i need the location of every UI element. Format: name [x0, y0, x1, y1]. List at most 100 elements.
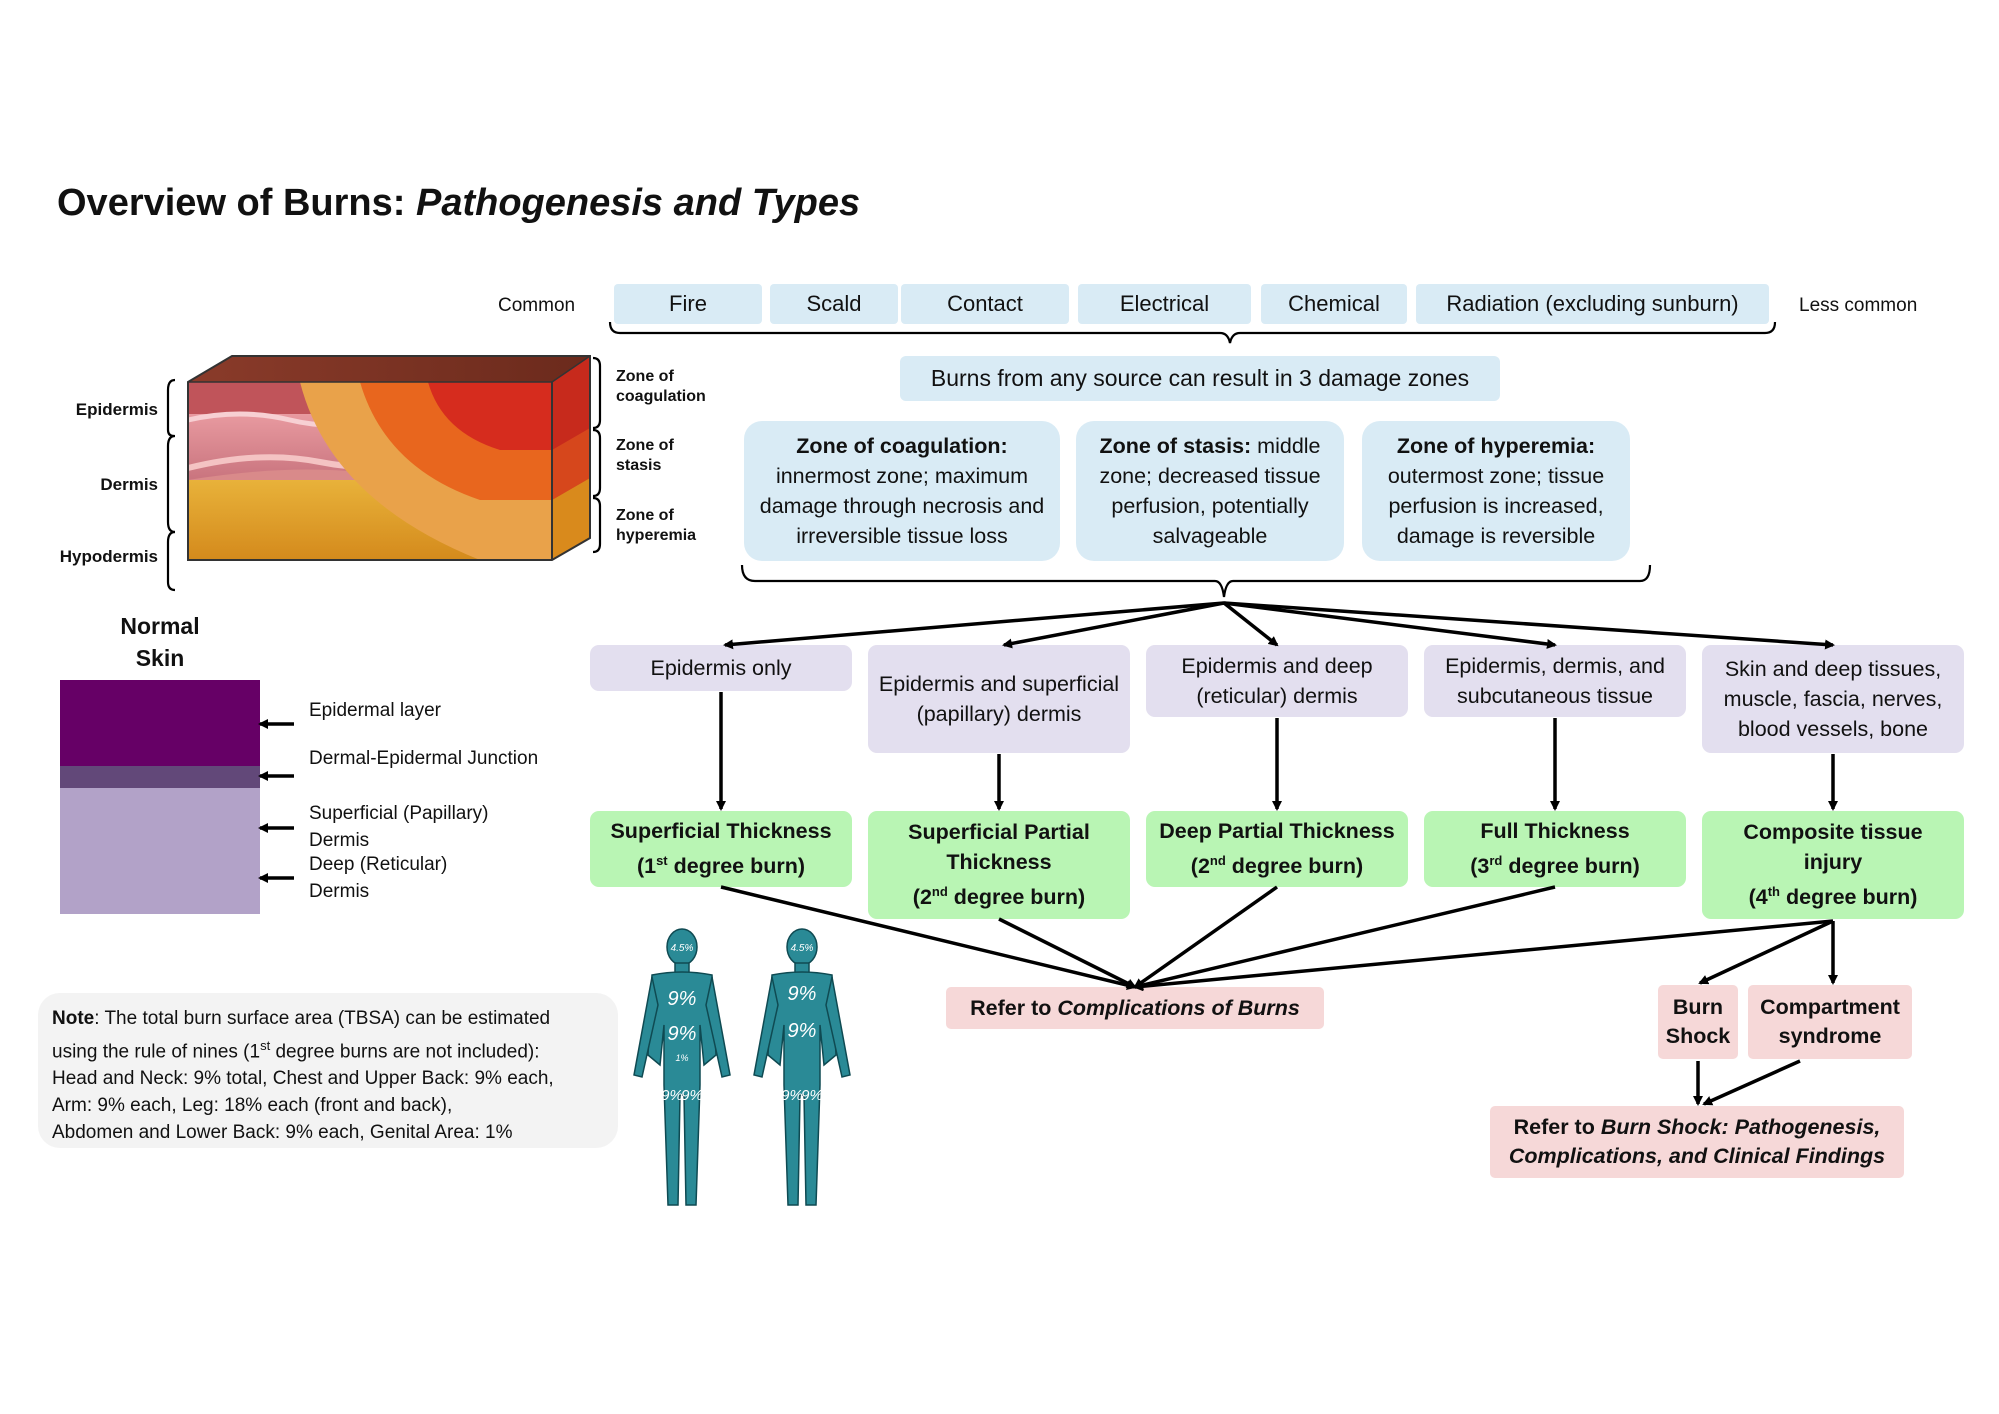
grade-superficial-partial: Superficial Partial Thickness (2nd degre… — [868, 811, 1130, 919]
fig-num-back-leg-left: 9% — [801, 1087, 823, 1104]
cause-fire: Fire — [614, 284, 762, 324]
damage-zones-banner: Burns from any source can result in 3 da… — [900, 356, 1500, 401]
bracket-hypodermis — [166, 530, 176, 592]
depth-deep-tissues: Skin and deep tissues, muscle, fascia, n… — [1702, 645, 1964, 753]
cause-electrical: Electrical — [1078, 284, 1251, 324]
depth-superficial-dermis: Epidermis and superficial (papillary) de… — [868, 645, 1130, 753]
zone-hyperemia-name: Zone of hyperemia: — [1396, 434, 1596, 458]
zone-stasis-name: Zone of stasis: — [1099, 434, 1252, 458]
title-main: Overview of Burns: — [57, 182, 406, 224]
skin-cross-section-image — [187, 355, 591, 561]
less-common-label: Less common — [1799, 295, 1918, 316]
zone-stasis-box: Zone of stasis: middle zone; decreased t… — [1076, 421, 1344, 561]
fig-num-leg-right: 9% — [661, 1087, 683, 1104]
zone-coagulation-name: Zone of coagulation: — [796, 434, 1008, 458]
arrow-to-depth-2 — [1002, 601, 1225, 649]
grade-deep-partial: Deep Partial Thickness (2nd degree burn) — [1146, 811, 1408, 887]
refer-complications-italic: Complications of Burns — [1057, 995, 1300, 1020]
page-title: Overview of Burns: Pathogenesis and Type… — [57, 182, 860, 225]
zone-stasis-desc: middle zone; decreased tissue perfusion,… — [1099, 434, 1321, 548]
grade-full-thickness-line1: Full Thickness — [1480, 819, 1630, 844]
bracket-hyperemia — [592, 496, 602, 554]
fig-num-chest: 9% — [668, 988, 697, 1010]
front-body-figure — [633, 928, 731, 1206]
burn-shock-box: Burn Shock — [1658, 985, 1738, 1059]
cause-chemical: Chemical — [1261, 284, 1407, 324]
label-zone-coagulation: Zone of coagulation — [616, 368, 706, 405]
arrow-compartment-refer — [1702, 1059, 1801, 1106]
arrow-to-depth-4 — [1223, 601, 1557, 649]
grade-superficial-partial-line1: Superficial Partial Thickness — [908, 820, 1090, 875]
grade-composite: Composite tissue injury (4th degree burn… — [1702, 811, 1964, 919]
grade-full-thickness-line2: (3rd degree burn) — [1470, 853, 1640, 879]
fig-num-back-leg-right: 9% — [781, 1087, 803, 1104]
fig-num-head-front: 4.5% — [671, 943, 694, 954]
fig-num-abdomen: 9% — [668, 1023, 697, 1045]
fig-num-leg-left: 9% — [681, 1087, 703, 1104]
zones-bracket — [740, 564, 1652, 598]
depth-subcutaneous: Epidermis, dermis, and subcutaneous tiss… — [1424, 645, 1686, 717]
arrow-to-depth-3 — [1222, 601, 1279, 647]
refer-burn-shock-italic: Burn Shock: Pathogenesis, Complications,… — [1508, 1115, 1886, 1168]
grade-first-line1: Superficial Thickness — [610, 819, 832, 844]
note-line5: Abdomen and Lower Back: 9% each, Genital… — [52, 1122, 513, 1144]
arrow-grade3-complications — [1133, 885, 1279, 989]
zone-coagulation-box: Zone of coagulation: innermost zone; max… — [744, 421, 1060, 561]
zone-hyperemia-box: Zone of hyperemia: outermost zone; tissu… — [1362, 421, 1630, 561]
causes-bracket — [608, 321, 1777, 344]
rule-of-nines-figures: 4.5% 9% 9% 1% 9% 9% 4.5% 9% 9% 9% 9% — [633, 928, 851, 1206]
fig-num-head-back: 4.5% — [791, 943, 814, 954]
legend-epidermal-swatch — [60, 680, 260, 766]
label-dermis: Dermis — [100, 475, 158, 494]
grade-superficial-partial-line2: (2nd degree burn) — [912, 884, 1086, 910]
arrow-grade1-complications — [720, 885, 1137, 990]
legend-title: Normal Skin — [120, 613, 200, 671]
arrow-grade5-complications — [1133, 919, 1834, 992]
legend-label-deep: Deep (Reticular) Dermis — [309, 854, 448, 902]
tbsa-note: Note: The total burn surface area (TBSA)… — [38, 993, 618, 1148]
legend-label-superficial: Superficial (Papillary) Dermis — [309, 803, 489, 851]
fig-num-genital: 1% — [675, 1053, 688, 1063]
arrow-to-depth-1 — [723, 601, 1225, 650]
bracket-epidermis — [166, 378, 176, 438]
label-epidermis: Epidermis — [75, 400, 158, 419]
zone-hyperemia-desc: outermost zone; tissue perfusion is incr… — [1387, 464, 1605, 548]
depth-epidermis-only: Epidermis only — [590, 645, 852, 691]
note-line1: Note: The total burn surface area (TBSA)… — [52, 1008, 551, 1029]
note-line4: Arm: 9% each, Leg: 18% each (front and b… — [52, 1095, 453, 1117]
refer-burn-shock-prefix: Refer to — [1513, 1115, 1595, 1139]
grade-first-line2: (1st degree burn) — [636, 853, 806, 879]
arrow-grade4-complications — [1133, 885, 1556, 991]
fig-num-upper-back: 9% — [788, 983, 817, 1005]
label-zone-stasis: Zone of stasis — [616, 437, 674, 474]
legend-dermis-swatch — [60, 788, 260, 914]
arrow-grade5-burn-shock — [1698, 919, 1834, 985]
arrow-to-depth-5 — [1223, 601, 1835, 650]
arrow-grade2-complications — [998, 917, 1137, 989]
grade-deep-partial-line2: (2nd degree burn) — [1190, 853, 1364, 879]
refer-complications-prefix: Refer to — [970, 995, 1052, 1020]
legend-label-epidermal: Epidermal layer — [309, 700, 441, 721]
refer-complications-box: Refer to Complications of Burns — [946, 987, 1324, 1029]
legend-junction-swatch — [60, 766, 260, 788]
refer-burn-shock-box: Refer to Burn Shock: Pathogenesis, Compl… — [1490, 1106, 1904, 1178]
label-hypodermis: Hypodermis — [59, 547, 158, 566]
fig-num-lower-back: 9% — [788, 1020, 817, 1042]
back-body-figure — [753, 928, 851, 1206]
cause-radiation: Radiation (excluding sunburn) — [1416, 284, 1769, 324]
grade-first-degree: Superficial Thickness (1st degree burn) — [590, 811, 852, 887]
cause-scald: Scald — [770, 284, 898, 324]
note-line2: using the rule of nines (1st degree burn… — [52, 1038, 540, 1063]
title-italic: Pathogenesis and Types — [415, 182, 861, 224]
legend-label-junction: Dermal-Epidermal Junction — [309, 748, 539, 769]
grade-composite-line2: (4th degree burn) — [1748, 884, 1918, 910]
grade-deep-partial-line1: Deep Partial Thickness — [1159, 819, 1395, 844]
bracket-coagulation — [592, 356, 602, 430]
compartment-syndrome-box: Compartment syndrome — [1748, 985, 1912, 1059]
bracket-stasis — [592, 428, 602, 498]
label-zone-hyperemia: Zone of hyperemia — [616, 507, 697, 544]
note-line3: Head and Neck: 9% total, Chest and Upper… — [52, 1068, 554, 1090]
zone-coagulation-desc: innermost zone; maximum damage through n… — [759, 464, 1045, 548]
grade-full-thickness: Full Thickness (3rd degree burn) — [1424, 811, 1686, 887]
